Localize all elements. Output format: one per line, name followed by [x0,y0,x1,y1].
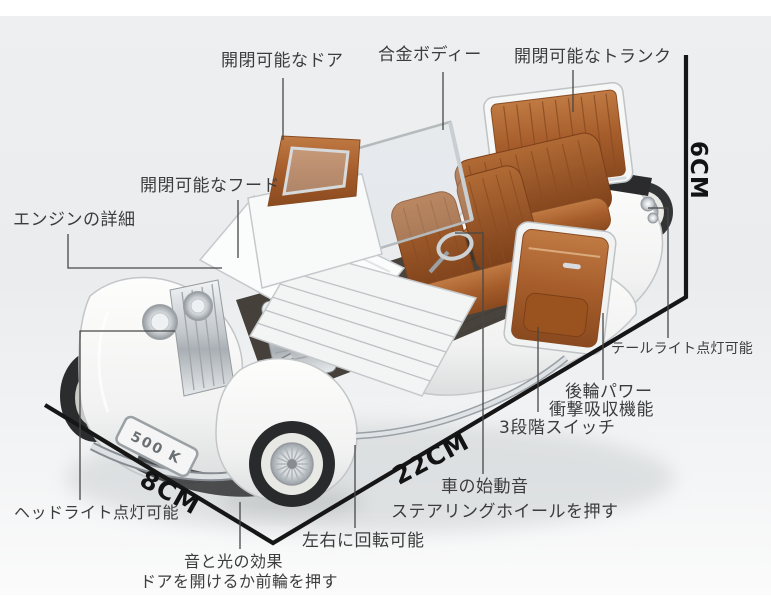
open-side-door [503,221,617,356]
label-shock-absorption: 衝撃吸収機能 [549,400,654,420]
label-openable-door: 開閉可能なドア [221,51,344,71]
label-open-door-or-press-front-wheel: ドアを開けるか前輪を押す [140,572,339,591]
label-engine-start-sound: 車の始動音 [441,477,529,497]
leader-headlight [79,330,175,500]
label-rear-wheel-power: 後輪パワー [565,382,653,402]
label-rotate-left-right: 左右に回転可能 [302,531,425,551]
dimension-height: 6CM [685,141,711,200]
car-model: 500 K [60,81,675,534]
label-press-steering-wheel: ステアリングホイールを押す [391,502,619,522]
label-taillight: テールライト点灯可能 [611,341,753,357]
leader-lines [67,70,669,549]
raised-door [247,135,383,289]
leader-steering [455,232,484,474]
dimension-lines [43,55,689,546]
steering-wheel [428,231,474,274]
label-openable-hood: 開閉可能なフード [140,176,280,196]
label-three-stage-switch: 3段階スイッチ [499,418,616,438]
label-alloy-body: 合金ボディー [378,45,482,65]
leader-engine [67,234,222,269]
label-sound-light-effects: 音と光の効果 [184,552,284,571]
dimension-line-height-length-width [43,55,689,546]
label-headlight: ヘッドライト点灯可能 [14,503,180,522]
label-engine-detail: エンジンの詳細 [13,210,136,230]
leader-taillight [648,207,669,338]
label-openable-trunk: 開閉可能なトランク [514,47,672,67]
front-right-wheel [249,421,335,507]
